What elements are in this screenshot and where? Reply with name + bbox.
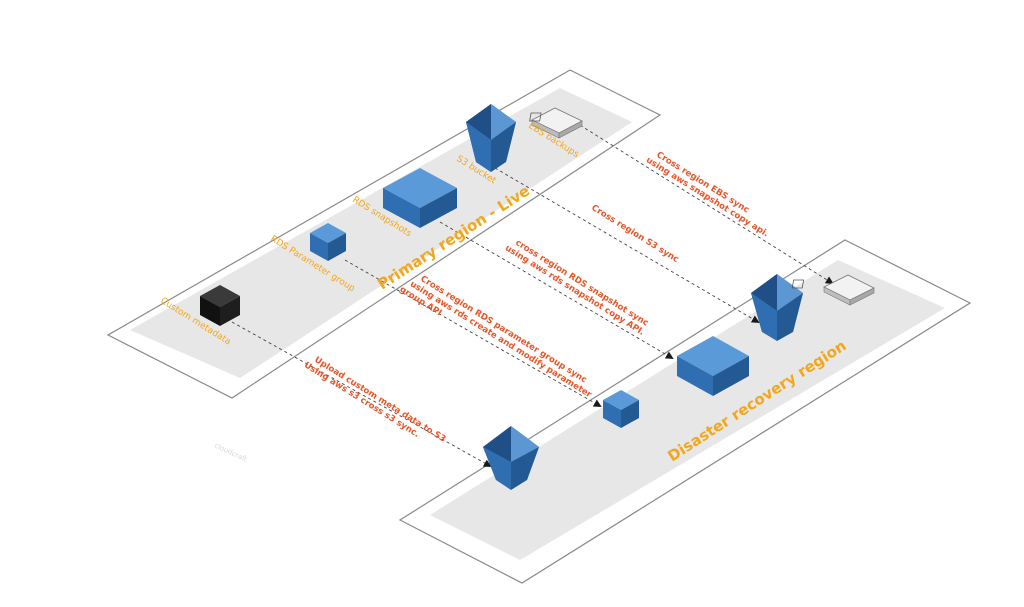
primary-region-plate: [106, 69, 662, 399]
rds-parameter-group-dr-block[interactable]: [603, 390, 639, 428]
custom-metadata-block[interactable]: [200, 285, 240, 326]
ebs-sync-text: Cross region EBS sync using aws snapshot…: [644, 147, 776, 240]
rds-param-sync-line-1: Cross region RDS parameter group sync: [418, 274, 588, 385]
rds-snapshot-sync-text: cross region RDS snapshot sync using aws…: [503, 235, 653, 339]
rds-param-sync-line: [344, 259, 602, 407]
sync-lines: [231, 121, 834, 467]
rds-param-sync-line-2: using aws rds create and modify paramete…: [408, 279, 594, 400]
rds-snapshots-dr-block[interactable]: [677, 336, 749, 396]
rds-snapshots-block[interactable]: [383, 168, 457, 228]
metadata-sync-line: [231, 321, 492, 467]
s3-sync-text: Cross region S3 sync: [589, 203, 680, 265]
rds-snapshot-sync-line-2: using aws rds snapshot copy API.: [503, 243, 646, 338]
s3-bucket-dr-primary-icon[interactable]: [751, 274, 803, 341]
s3-bucket-dr-secondary-icon[interactable]: [483, 426, 539, 490]
ebs-backups-dr-icon[interactable]: [791, 274, 875, 306]
rds-snapshot-sync-line: [439, 221, 674, 360]
ebs-sync-line: [574, 121, 834, 285]
s3-sync-line-1: Cross region S3 sync: [589, 203, 680, 265]
metadata-sync-line-1: Upload custom meta data to S3: [312, 355, 447, 445]
ebs-sync-line-2: using aws snapshot copy api.: [644, 155, 770, 239]
rds-parameter-group-block[interactable]: [310, 223, 346, 261]
ebs-backups-icon[interactable]: [529, 107, 583, 139]
s3-bucket-primary-icon[interactable]: [466, 104, 516, 172]
rds-snapshot-sync-line-1: cross region RDS snapshot sync: [513, 238, 650, 329]
metadata-sync-text: Upload custom meta data to S3 Using aws …: [302, 352, 450, 455]
s3-sync-line: [494, 167, 760, 324]
metadata-sync-line-2: Using aws s3 cross s3 sync.: [302, 360, 421, 439]
watermark: cloudcraft: [213, 442, 248, 464]
ebs-sync-line-1: Cross region EBS sync: [654, 150, 750, 215]
dr-region-plate: [398, 239, 972, 584]
